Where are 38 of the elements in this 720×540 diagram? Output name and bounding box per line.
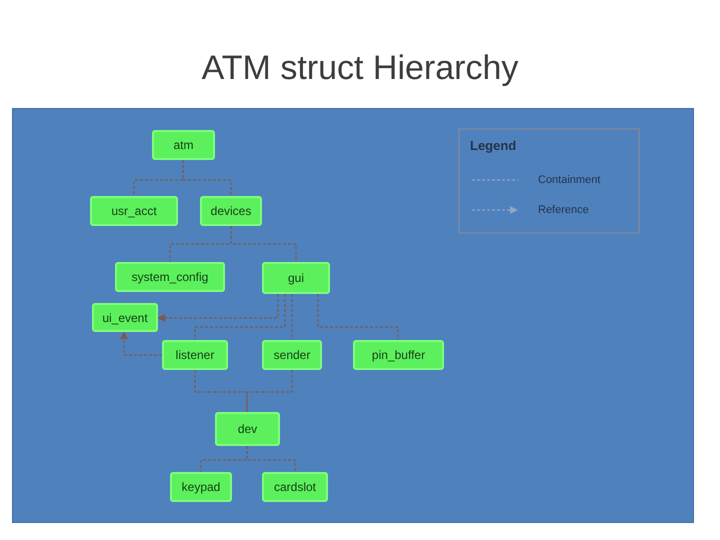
struct-name: sender [274, 348, 310, 362]
struct-box [353, 340, 444, 370]
struct-box [115, 262, 225, 292]
connector-line [194, 294, 286, 340]
struct-box [162, 340, 228, 370]
struct-box [200, 196, 262, 226]
struct-name: atm [173, 138, 194, 152]
struct-box [92, 303, 158, 332]
connector-line [194, 370, 248, 412]
struct-box [262, 262, 330, 294]
connector-line [317, 294, 399, 340]
struct-box [170, 472, 232, 502]
legend-title: Legend [470, 138, 516, 153]
reference-arrow [120, 331, 162, 356]
connector-line [182, 160, 232, 196]
struct-box [262, 340, 322, 370]
struct-name: keypad [182, 480, 220, 494]
struct-name: ui_event [102, 310, 148, 324]
connector-line [230, 226, 297, 262]
struct-name: gui [288, 271, 304, 285]
connector-line [291, 294, 293, 340]
slide-title: ATM struct Hierarchy [200, 48, 520, 89]
struct-box [90, 196, 178, 226]
struct-name: devices [210, 204, 252, 218]
struct-name: listener [176, 348, 214, 362]
struct-name: pin_buffer [372, 348, 426, 362]
connector-line [246, 370, 293, 412]
struct-name: cardslot [274, 480, 316, 494]
struct-name: usr_acct [111, 204, 157, 218]
struct-box [215, 412, 280, 446]
connector-line [246, 446, 296, 472]
legend-label: Containment [538, 174, 600, 186]
struct-name: dev [238, 422, 258, 436]
struct-box [152, 130, 215, 160]
struct-name: system_config [132, 270, 208, 284]
struct-box [262, 472, 328, 502]
reference-arrow [157, 294, 279, 322]
legend-label: Reference [538, 204, 589, 216]
